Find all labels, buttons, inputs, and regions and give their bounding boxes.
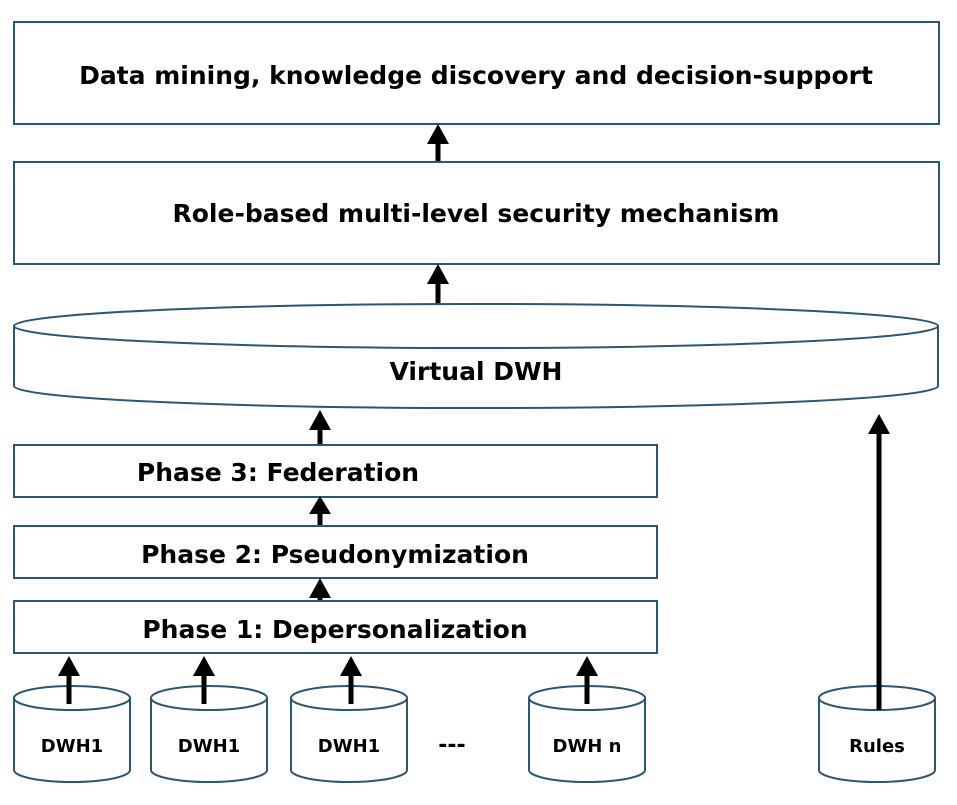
phase-2-pseudonymization: Phase 2: Pseudonymization	[13, 525, 658, 579]
arrow-pseudonymization-to-federation	[309, 496, 331, 526]
phase-3-federation: Phase 3: Federation	[13, 444, 658, 498]
virtual-dwh-store: Virtual DWH	[13, 303, 939, 409]
source-dwh-n-label: DWH n	[553, 736, 622, 757]
security-label: Role-based multi-level security mechanis…	[173, 199, 780, 228]
arrow-rules-to-virtual	[868, 414, 890, 710]
sources-ellipsis: ---	[438, 733, 465, 758]
phase-2-label: Phase 2: Pseudonymization	[141, 540, 529, 569]
arrow-federation-to-virtual	[309, 410, 331, 445]
source-dwh-2: DWH1	[150, 656, 268, 783]
data-mining-layer: Data mining, knowledge discovery and dec…	[13, 21, 940, 125]
source-dwh-3-label: DWH1	[318, 736, 380, 757]
source-dwh-n: DWH n	[528, 656, 646, 783]
data-mining-label: Data mining, knowledge discovery and dec…	[79, 61, 873, 90]
phase-1-depersonalization: Phase 1: Depersonalization	[13, 600, 658, 654]
source-dwh-1: DWH1	[13, 656, 131, 783]
source-dwh-2-label: DWH1	[178, 736, 240, 757]
security-layer: Role-based multi-level security mechanis…	[13, 161, 940, 265]
phase-3-label: Phase 3: Federation	[137, 458, 419, 487]
source-dwh-1-label: DWH1	[41, 736, 103, 757]
phase-1-label: Phase 1: Depersonalization	[142, 615, 527, 644]
rules-label: Rules	[849, 736, 905, 757]
arrow-security-to-mining	[427, 124, 449, 162]
arrow-virtual-to-security	[427, 264, 449, 304]
rules-store: Rules	[818, 685, 936, 783]
virtual-dwh-label: Virtual DWH	[390, 357, 563, 386]
source-dwh-3: DWH1	[290, 656, 408, 783]
